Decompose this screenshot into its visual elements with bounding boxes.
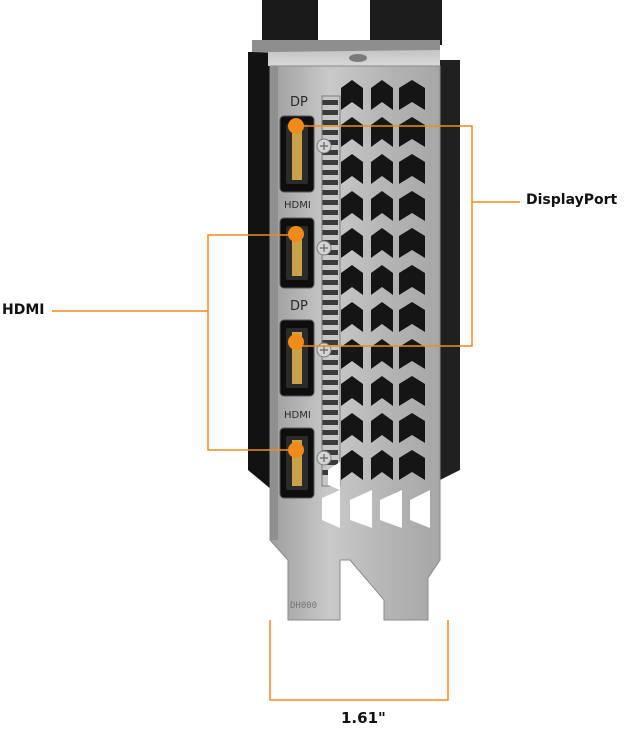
vent-cutout [341,265,363,295]
fin [322,310,338,315]
vent-cutout [399,265,425,295]
fin [322,400,338,405]
bracket-port-label: HDMI [284,410,311,421]
fin [322,370,338,375]
fin [322,110,338,115]
fin [322,210,338,215]
bracket-port-label: DP [290,95,308,110]
fin [322,260,338,265]
fin [322,300,338,305]
vent-cutout [341,80,363,110]
vent-cutout [371,117,393,147]
fin [322,290,338,295]
vent-cutout [371,302,393,332]
fin [322,220,338,225]
vent-cutout [341,413,363,443]
vent-cutout [399,228,425,258]
fin [322,190,338,195]
fin [322,180,338,185]
vent-cutout [371,413,393,443]
fin [322,170,338,175]
hdmi-connector: HDMI [279,410,332,499]
fin [322,440,338,445]
fin [322,360,338,365]
fin [322,380,338,385]
fin [322,240,338,245]
fin [322,100,338,105]
vent-cutout [371,80,393,110]
displayport-connector: DP [279,95,332,193]
vent-cutout [399,191,425,221]
vent-cutout [341,117,363,147]
fin [322,340,338,345]
fin [322,280,338,285]
vent-cutout [341,154,363,184]
vent-cutout [371,191,393,221]
fin [322,270,338,275]
fin [322,200,338,205]
vent-cutout [341,450,363,480]
fin [322,390,338,395]
fin [322,330,338,335]
vent-cutout [341,191,363,221]
vent-cutout [341,302,363,332]
fin [322,410,338,415]
vent-cutout [399,376,425,406]
vent-cutout [371,376,393,406]
dp-bottom-marker [288,334,304,350]
bottom-cutouts [322,462,430,528]
fin [322,450,338,455]
bracket-stamp: DH000 [290,601,317,611]
dp-top-marker [288,118,304,134]
fin [322,420,338,425]
vent-cutout [371,450,393,480]
hdmi-top-marker [288,226,304,242]
callout-dots [288,118,304,458]
vent-cutout [371,265,393,295]
displayport-callout-label: DisplayPort [526,192,618,208]
bracket-width-label: 1.61" [341,709,386,727]
callout-lines [52,125,520,701]
fin [322,230,338,235]
bracket-port-label: DP [290,299,308,314]
hdmi-callout-label: HDMI [2,302,45,318]
vent-cutout [399,413,425,443]
fin [322,130,338,135]
bracket-port-label: HDMI [284,200,311,211]
fin [322,150,338,155]
card-shroud [248,0,460,490]
hdmi-bottom-marker [288,442,304,458]
fin [322,160,338,165]
fin [322,120,338,125]
vent-cutout [399,154,425,184]
port-group: DP HDMI DP HDMI [279,95,332,499]
vent-cutout [371,154,393,184]
vent-cutout [399,117,425,147]
bracket-top-flange [252,40,440,66]
fin [322,320,338,325]
fin [322,430,338,435]
vent-cutout [399,80,425,110]
vent-cutout [341,228,363,258]
vent-cutout [341,376,363,406]
vent-cutout [399,302,425,332]
vent-cutout [399,450,425,480]
vent-cutout [371,228,393,258]
